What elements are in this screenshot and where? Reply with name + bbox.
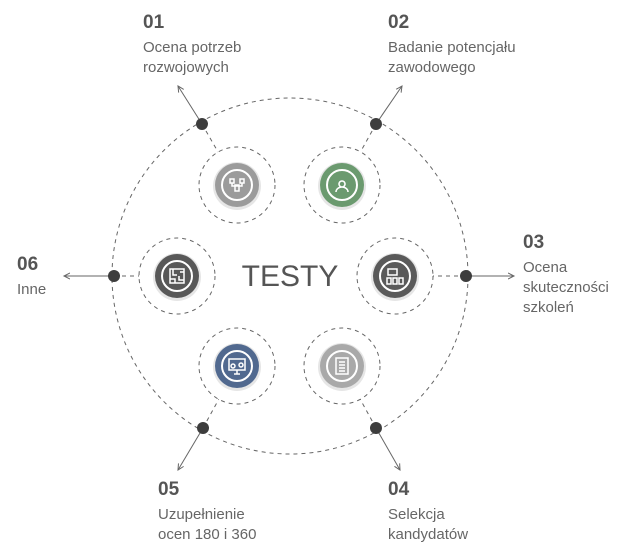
arrow-line bbox=[178, 86, 203, 125]
anchor-dot bbox=[370, 118, 382, 130]
item-text-line: Badanie potencjału bbox=[388, 39, 516, 56]
clipboard-icon bbox=[326, 350, 358, 382]
item-text-line: zawodowego bbox=[388, 59, 476, 76]
team-hierarchy-icon bbox=[221, 169, 253, 201]
user-target-icon bbox=[326, 169, 358, 201]
item-text-line: kandydatów bbox=[388, 526, 468, 543]
item-02 bbox=[303, 86, 402, 224]
item-text-line: rozwojowych bbox=[143, 59, 229, 76]
inner-dashed-circle bbox=[303, 327, 381, 405]
training-meeting-icon bbox=[379, 260, 411, 292]
connector-line bbox=[359, 399, 377, 429]
inner-dashed-circle bbox=[198, 327, 276, 405]
maze-icon bbox=[161, 260, 193, 292]
item-05 bbox=[178, 327, 276, 470]
item-text-line: szkoleń bbox=[523, 299, 574, 316]
inner-dashed-circle bbox=[303, 146, 381, 224]
arrow-line bbox=[178, 427, 204, 470]
item-text-line: Ocena bbox=[523, 259, 568, 276]
inner-dashed-circle bbox=[138, 237, 216, 315]
item-06 bbox=[64, 237, 216, 315]
item-number: 05 bbox=[158, 479, 180, 500]
item-03 bbox=[356, 237, 514, 315]
item-number: 04 bbox=[388, 479, 410, 500]
inner-dashed-circle bbox=[356, 237, 434, 315]
item-number: 01 bbox=[143, 12, 165, 33]
inner-dashed-circle bbox=[198, 146, 276, 224]
anchor-dot bbox=[460, 270, 472, 282]
anchor-dot bbox=[196, 118, 208, 130]
connector-line bbox=[360, 123, 377, 153]
item-04 bbox=[303, 327, 400, 470]
connector-line bbox=[202, 399, 220, 429]
item-text-line: Ocena potrzeb bbox=[143, 39, 241, 56]
item-number: 06 bbox=[17, 254, 38, 275]
item-01 bbox=[178, 86, 276, 224]
arrow-line bbox=[375, 86, 402, 125]
anchor-dot bbox=[108, 270, 120, 282]
item-text-line: skuteczności bbox=[523, 279, 609, 296]
anchor-dot bbox=[370, 422, 382, 434]
item-text-line: Uzupełnienie bbox=[158, 506, 245, 523]
connector-line bbox=[201, 123, 219, 153]
item-number: 03 bbox=[523, 232, 544, 253]
arrow-line bbox=[375, 427, 400, 470]
item-text-line: Inne bbox=[17, 281, 46, 298]
anchor-dot bbox=[197, 422, 209, 434]
center-label: TESTY bbox=[242, 260, 339, 293]
monitor-gears-icon bbox=[221, 350, 253, 382]
item-text-line: ocen 180 i 360 bbox=[158, 526, 256, 543]
item-text-line: Selekcja bbox=[388, 506, 445, 523]
item-number: 02 bbox=[388, 12, 409, 33]
